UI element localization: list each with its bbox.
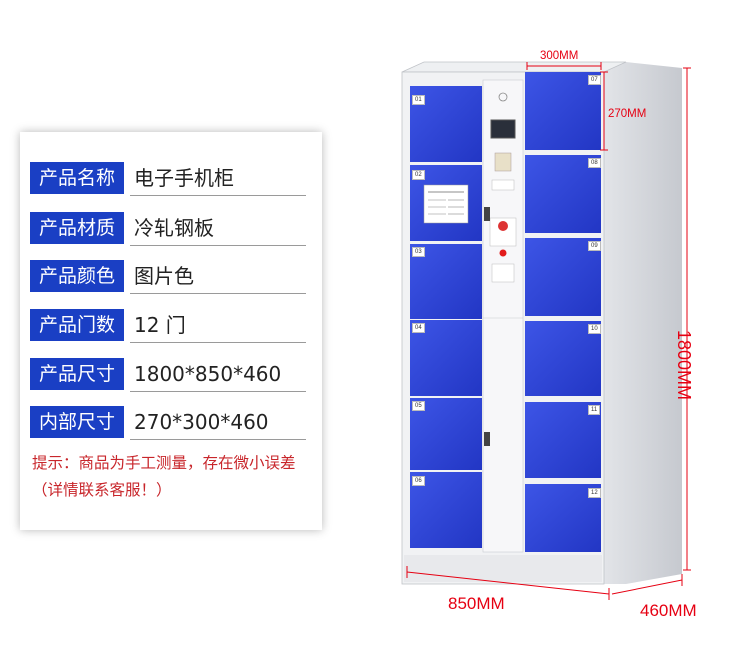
- spec-row-inner-size: 内部尺寸 270*300*460: [30, 406, 306, 440]
- height-label: 1800MM: [674, 330, 694, 401]
- spec-row-name: 产品名称 电子手机柜: [30, 162, 306, 196]
- divider: [130, 195, 306, 196]
- dimension-lines: [406, 62, 691, 600]
- spec-label: 产品材质: [30, 212, 124, 244]
- locker-door: [525, 155, 601, 233]
- door-number: 09: [588, 241, 601, 251]
- camera-icon: [498, 92, 508, 102]
- spec-label: 产品门数: [30, 309, 124, 341]
- spec-row-color: 产品颜色 图片色: [30, 260, 306, 294]
- measurement-note: 提示：商品为手工测量，存在微小误差（详情联系客服！）: [32, 454, 296, 499]
- divider: [130, 293, 306, 294]
- instruction-label: [489, 217, 517, 247]
- spec-label: 产品颜色: [30, 260, 124, 292]
- cabinet-top: [401, 61, 627, 73]
- door-number: 12: [588, 488, 601, 498]
- lock-key-icon: [484, 432, 490, 446]
- locker-door: [525, 238, 601, 316]
- divider: [130, 439, 306, 440]
- spec-value: 冷轧钢板: [134, 216, 214, 240]
- spec-label: 产品名称: [30, 162, 124, 194]
- spec-value: 270*300*460: [134, 410, 269, 434]
- spec-value: 12 门: [134, 313, 186, 337]
- spec-row-material: 产品材质 冷轧钢板: [30, 212, 306, 246]
- touch-screen: [490, 119, 516, 139]
- door-height-label: 270MM: [608, 108, 647, 120]
- spec-label: 产品尺寸: [30, 358, 124, 390]
- locker-door: [525, 72, 601, 150]
- divider: [130, 342, 306, 343]
- emergency-button: [499, 249, 507, 257]
- spec-value: 1800*850*460: [134, 362, 282, 386]
- door-number: 02: [412, 170, 425, 180]
- door-number: 10: [588, 324, 601, 334]
- spec-label: 内部尺寸: [30, 406, 124, 438]
- door-number: 06: [412, 476, 425, 486]
- door-width-label: 300MM: [540, 50, 579, 62]
- spec-value: 电子手机柜: [134, 166, 234, 190]
- door-number: 04: [412, 323, 425, 333]
- control-panel: [482, 79, 524, 553]
- spec-row-doors: 产品门数 12 门: [30, 309, 306, 343]
- logo-icon: [498, 221, 508, 231]
- info-sticker: [491, 263, 515, 283]
- instruction-sticker: [491, 179, 515, 191]
- door-number: 11: [588, 405, 601, 415]
- spec-value: 图片色: [134, 264, 194, 288]
- depth-label: 460MM: [640, 601, 697, 620]
- lock-key-icon: [484, 207, 490, 221]
- divider: [130, 391, 306, 392]
- divider: [130, 245, 306, 246]
- door-number: 05: [412, 401, 425, 411]
- width-label: 850MM: [448, 594, 505, 613]
- cabinet-base: [404, 555, 602, 582]
- cabinet-side-panel: [604, 62, 682, 584]
- door-number: 01: [412, 95, 425, 105]
- door-number: 03: [412, 247, 425, 257]
- keypad: [494, 152, 512, 172]
- spec-card: 产品名称 电子手机柜 产品材质 冷轧钢板 产品颜色 图片色 产品门数 12 门 …: [20, 132, 322, 530]
- door-number: 08: [588, 158, 601, 168]
- usage-instructions-poster: [423, 184, 469, 224]
- door-number: 07: [588, 75, 601, 85]
- spec-row-size: 产品尺寸 1800*850*460: [30, 358, 306, 392]
